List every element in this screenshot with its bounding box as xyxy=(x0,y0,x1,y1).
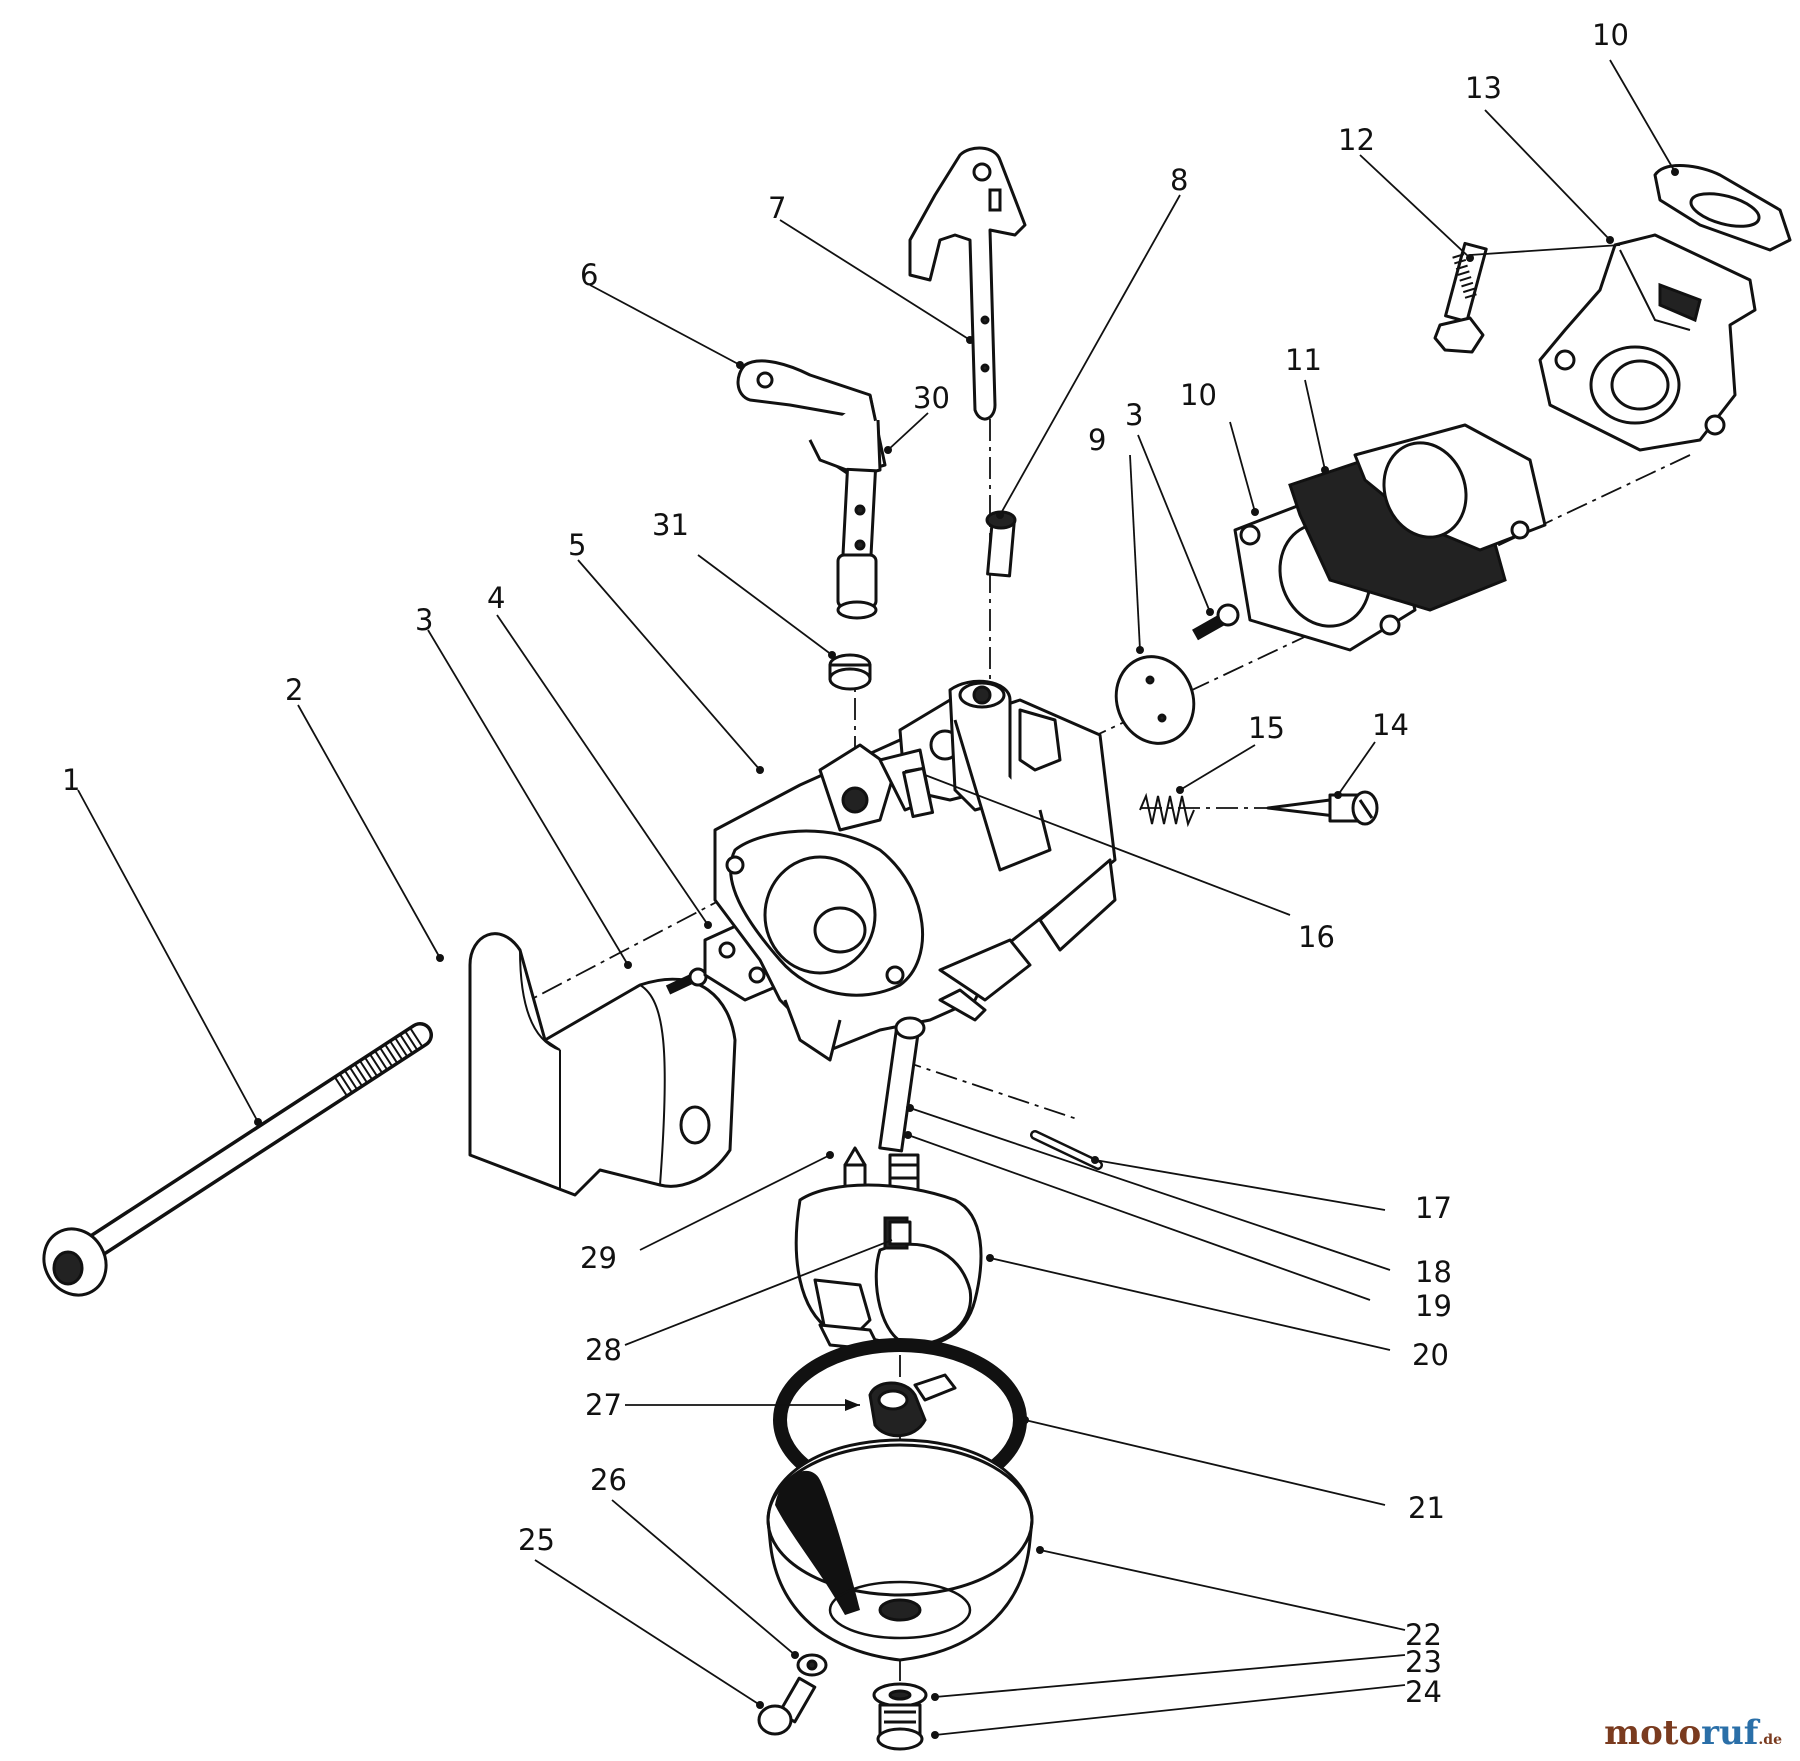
callout-12: 12 xyxy=(1338,123,1375,157)
callout-16: 16 xyxy=(1298,920,1335,954)
callout-10-lower: 10 xyxy=(1180,378,1217,412)
part-screw-8 xyxy=(985,510,1017,578)
callout-15: 15 xyxy=(1248,711,1285,745)
callout-labels: 1 2 3 4 5 6 7 8 9 3 10 11 10 12 13 14 15… xyxy=(62,18,1629,1709)
callout-10-upper: 10 xyxy=(1592,18,1629,52)
callout-3-right: 3 xyxy=(1125,398,1143,432)
part-spacer-11 xyxy=(1288,423,1547,612)
part-pin-17 xyxy=(1030,1130,1103,1170)
callout-2: 2 xyxy=(285,673,303,707)
part-carburetor-body-5 xyxy=(713,679,1117,1062)
callout-26: 26 xyxy=(590,1463,627,1497)
callout-7: 7 xyxy=(768,191,786,225)
callout-3: 3 xyxy=(415,603,433,637)
callout-21: 21 xyxy=(1408,1491,1445,1525)
leader-dots xyxy=(254,168,1679,1739)
part-bolt-1 xyxy=(42,1022,433,1297)
watermark-logo: motoruf.de xyxy=(1604,1713,1782,1753)
part-main-nozzle-18 xyxy=(878,1016,926,1153)
callout-25: 25 xyxy=(518,1523,555,1557)
callout-30: 30 xyxy=(913,381,950,415)
callout-19: 19 xyxy=(1415,1289,1452,1323)
callout-31: 31 xyxy=(652,508,689,542)
watermark-brand-accent: ruf xyxy=(1701,1713,1759,1753)
callout-1: 1 xyxy=(62,763,80,797)
part-throttle-shaft-7 xyxy=(908,146,1027,421)
part-adapter-13 xyxy=(1538,233,1757,452)
callout-28: 28 xyxy=(585,1333,622,1367)
callout-6: 6 xyxy=(580,258,598,292)
callout-23: 23 xyxy=(1405,1645,1442,1679)
part-throttle-plate-9 xyxy=(1114,655,1196,745)
part-clip-27 xyxy=(868,1373,957,1438)
part-gasket-10-upper xyxy=(1653,164,1792,252)
part-shield-2 xyxy=(468,932,737,1197)
watermark-suffix: .de xyxy=(1758,1732,1782,1748)
part-choke-shaft-30 xyxy=(836,467,878,620)
part-washer-23 xyxy=(872,1682,928,1708)
callout-5: 5 xyxy=(568,528,586,562)
part-screw-3-right xyxy=(1192,603,1240,641)
part-drain-screw-25 xyxy=(757,1676,817,1736)
callout-4: 4 xyxy=(487,581,505,615)
part-washer-26 xyxy=(796,1653,828,1677)
callout-11: 11 xyxy=(1285,343,1322,377)
part-screw-14 xyxy=(1266,790,1379,826)
callout-14: 14 xyxy=(1372,708,1409,742)
callout-8: 8 xyxy=(1170,163,1188,197)
part-bolt-12 xyxy=(1433,241,1488,354)
leader-lines xyxy=(77,59,1676,1736)
callout-24: 24 xyxy=(1405,1675,1442,1709)
part-seal-31 xyxy=(828,653,872,691)
part-idle-jet-16 xyxy=(902,766,935,819)
part-spring-15 xyxy=(1139,792,1195,828)
callout-13: 13 xyxy=(1465,71,1502,105)
callout-9: 9 xyxy=(1088,423,1106,457)
callout-27: 27 xyxy=(585,1388,622,1422)
callout-29: 29 xyxy=(580,1241,617,1275)
callout-22: 22 xyxy=(1405,1618,1442,1652)
part-choke-lever-6 xyxy=(736,359,887,477)
part-jet-28 xyxy=(888,1220,912,1246)
callout-20: 20 xyxy=(1412,1338,1449,1372)
part-float-bowl-22 xyxy=(766,1438,1034,1662)
part-float-20 xyxy=(794,1183,983,1352)
part-bowl-nut-24 xyxy=(876,1703,924,1751)
watermark-brand-part: moto xyxy=(1604,1713,1702,1753)
callout-17: 17 xyxy=(1415,1191,1452,1225)
callout-18: 18 xyxy=(1415,1255,1452,1289)
